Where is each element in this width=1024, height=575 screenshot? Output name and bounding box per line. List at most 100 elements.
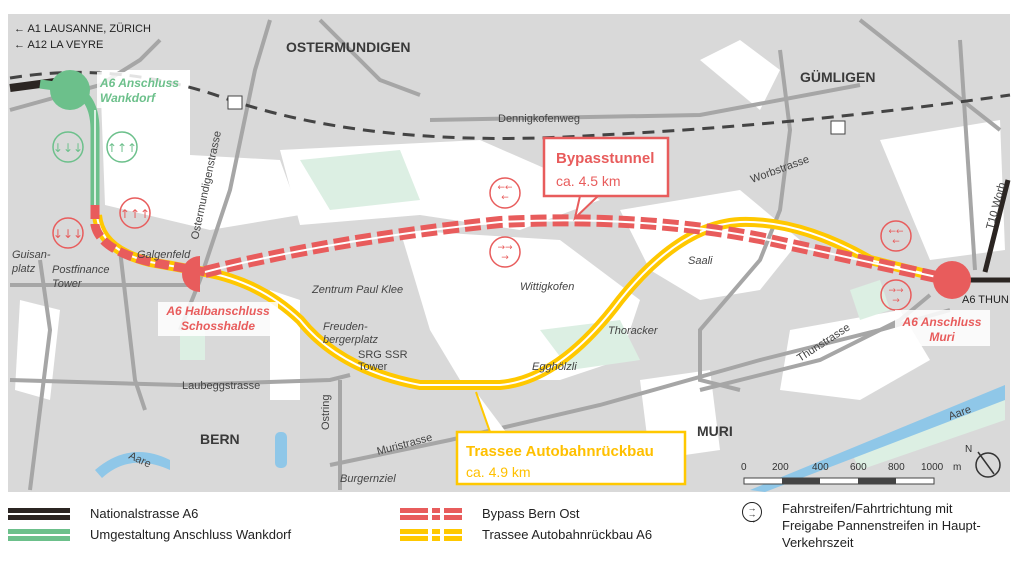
label-schosshalde: Schosshalde	[181, 319, 255, 333]
scale-tick: 600	[850, 462, 867, 473]
label-saali: Saali	[688, 255, 713, 267]
direction-thun: A6 THUN	[962, 294, 1009, 306]
north-label: N	[965, 444, 972, 455]
scale-tick: 800	[888, 462, 905, 473]
trassee-callout-length: ca. 4.9 km	[466, 464, 531, 480]
lane-icons	[52, 131, 912, 311]
label-wankdorf: Wankdorf	[100, 91, 156, 105]
callout-box	[455, 430, 687, 486]
scale-bar-frame	[743, 477, 935, 485]
label-postfinance: Tower	[52, 278, 83, 290]
arrow-right-icon: →	[501, 253, 509, 263]
arrow-left-icon: ←←	[888, 227, 904, 237]
label-thoracker: Thoracker	[608, 325, 659, 337]
legend-swatch-yellow	[400, 528, 462, 542]
lanes-left-icon	[880, 220, 912, 252]
trassee-callout-title: Trassee Autobahnrückbau	[466, 443, 654, 460]
label-egghoelzli: Egghölzli	[532, 361, 577, 373]
direction-a12: ← A12 LA VEYRE	[14, 39, 103, 51]
label-guisanplatz: Guisan-	[12, 249, 51, 261]
scale-tick: 400	[812, 462, 829, 473]
arrow-up-icon: ↑↑↑	[107, 141, 137, 155]
label-freudenbergerplatz: Freuden-	[323, 321, 368, 333]
direction-a12-text: A12 LA VEYRE	[27, 39, 103, 51]
legend-column-1: Nationalstrasse A6 Umgestaltung Anschlus…	[8, 503, 291, 545]
bypass-west-segment	[90, 205, 206, 277]
a6-east-segment	[965, 179, 1011, 283]
place-guemligen: GÜMLIGEN	[800, 69, 875, 85]
bypass-callout-title: Bypasstunnel	[556, 150, 654, 167]
legend-label: Verkehrszeit	[782, 535, 854, 550]
scale-tick: 200	[772, 462, 789, 473]
street-ostring: Ostring	[320, 395, 332, 430]
scale-bar-segment	[782, 478, 820, 484]
label-wittigkofen: Wittigkofen	[520, 281, 574, 293]
arrow-right-icon: →→	[497, 243, 513, 253]
label-muri: A6 Anschluss	[902, 315, 982, 329]
arrow-left-icon: ←←	[497, 183, 513, 193]
arrow-down-icon: ↓↓↓	[53, 141, 83, 155]
legend-item-bypass: Bypass Bern Ost	[400, 503, 652, 524]
bypass-callout: Bypasstunnel ca. 4.5 km	[542, 136, 670, 222]
scale-bar-segment	[858, 478, 896, 484]
arrow-left-icon: ←	[501, 193, 509, 203]
lane-arrows-icon: →→→	[742, 502, 762, 525]
label-zentrum-paul-klee: Zentrum Paul Klee	[311, 284, 403, 296]
arrow-right-icon: →→	[888, 286, 904, 296]
label-guisanplatz: platz	[11, 263, 36, 275]
direction-a1: ← A1 LAUSANNE, ZÜRICH	[14, 23, 151, 35]
arrow-left-icon: ←	[892, 237, 900, 247]
scale-tick: 0	[741, 462, 747, 473]
legend-lanes: →→→ Fahrstreifen/Fahrtrichtung mit Freig…	[742, 500, 981, 551]
label-backdrop	[97, 72, 187, 108]
legend-swatch-green	[8, 528, 70, 542]
muri-interchange[interactable]	[933, 261, 971, 299]
scale-unit: m	[953, 462, 961, 473]
legend-item-nationalstrasse: Nationalstrasse A6	[8, 503, 291, 524]
label-postfinance: Postfinance	[52, 264, 109, 276]
legend-lanes-text: Fahrstreifen/Fahrtrichtung mit Freigabe …	[782, 500, 981, 551]
trassee-callout: Trassee Autobahnrückbau ca. 4.9 km	[455, 391, 687, 486]
lanes-up-icon	[119, 197, 151, 229]
legend-label: Fahrstreifen/Fahrtrichtung mit	[782, 501, 953, 516]
label-burgernziel: Burgernziel	[340, 473, 396, 485]
scale-bar: 0 200 400 600 800 1000 m	[741, 462, 961, 485]
wankdorf-interchange[interactable]	[50, 70, 90, 110]
lanes-down-icon	[52, 217, 84, 249]
lanes-left-icon	[489, 177, 521, 209]
station-icon	[227, 95, 243, 110]
label-freudenbergerplatz: bergerplatz	[323, 334, 379, 346]
legend-label: Nationalstrasse A6	[90, 506, 199, 521]
label-wankdorf: A6 Anschluss	[99, 76, 179, 90]
legend-label: Freigabe Pannenstreifen in Haupt-	[782, 518, 981, 533]
lanes-down-icon	[52, 131, 84, 163]
lanes-up-icon	[106, 131, 138, 163]
label-galgenfeld: Galgenfeld	[137, 249, 191, 261]
label-backdrop	[895, 310, 990, 346]
place-muri: MURI	[697, 423, 733, 439]
street-dennigkofenweg: Dennigkofenweg	[498, 113, 580, 125]
direction-a1-text: A1 LAUSANNE, ZÜRICH	[27, 23, 151, 35]
callout-pointer	[573, 195, 599, 222]
schosshalde-interchange[interactable]	[182, 256, 200, 292]
label-srg-tower: Tower	[358, 361, 388, 373]
water	[95, 385, 1005, 492]
arrow-down-icon: ↓↓↓	[53, 227, 83, 241]
arrow-up-icon: ↑↑↑	[120, 207, 150, 221]
callout-box	[542, 136, 670, 198]
arrow-right-icon: →	[892, 296, 900, 306]
station-icon	[830, 120, 846, 135]
legend-swatch-black	[8, 507, 70, 521]
legend-label: Trassee Autobahnrückbau A6	[482, 527, 653, 542]
north-arrow-icon: N	[965, 444, 1001, 478]
lane-arrows: ↓↓↓ ↑↑↑ ↓↓↓ ↑↑↑ ←← ← →→ → ←← ← →→ →	[53, 141, 904, 306]
legend-label: Umgestaltung Anschluss Wankdorf	[90, 527, 292, 542]
legend-item-wankdorf: Umgestaltung Anschluss Wankdorf	[8, 524, 291, 545]
label-srg-tower: SRG SSR	[358, 349, 408, 361]
place-bern: BERN	[200, 431, 240, 447]
scale-tick: 1000	[921, 462, 944, 473]
bypass-tunnel-centerline	[204, 219, 951, 281]
bypass-callout-length: ca. 4.5 km	[556, 173, 621, 189]
street-laubeggstrasse: Laubeggstrasse	[182, 380, 260, 392]
